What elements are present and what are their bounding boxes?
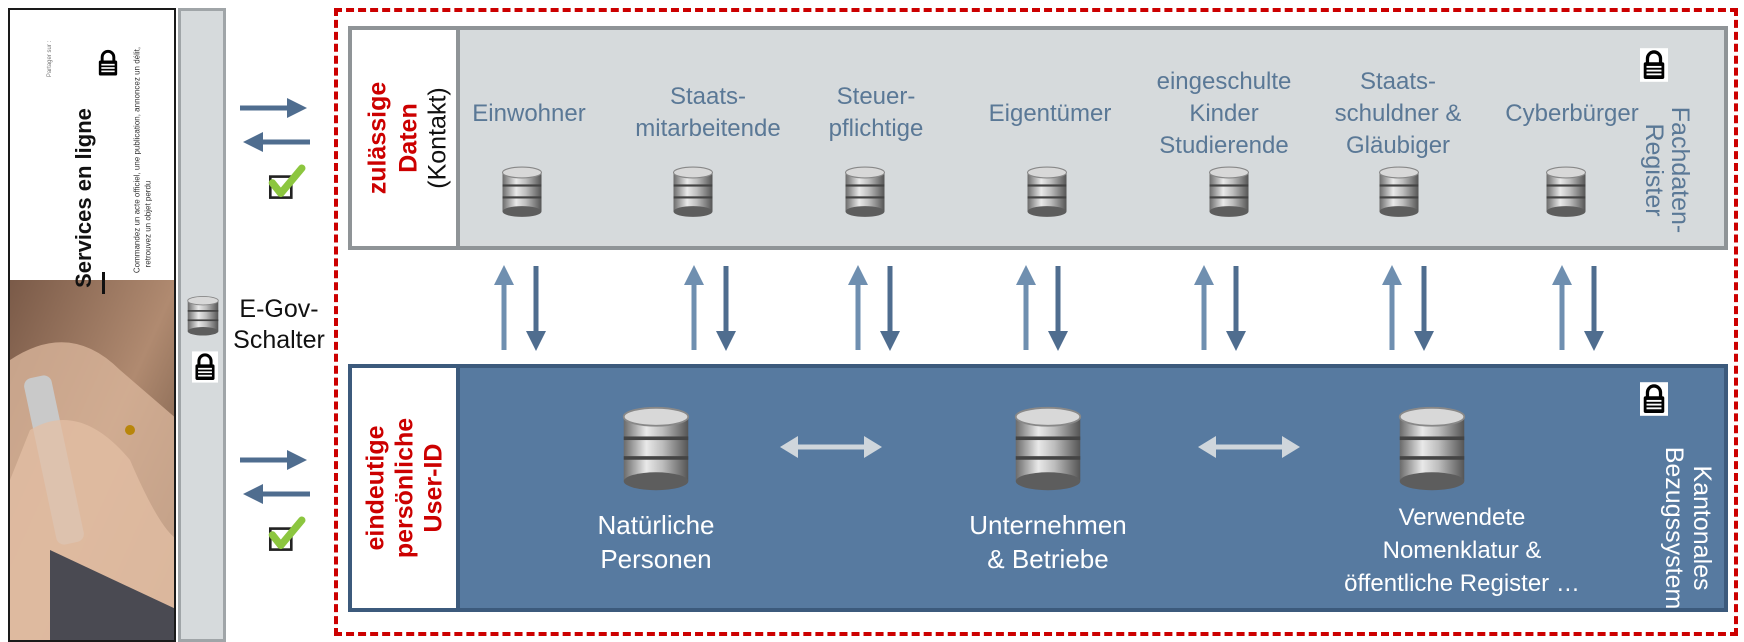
register-label-line: eingeschulte <box>1156 68 1292 95</box>
register-label-owners: Eigentümer <box>968 98 1132 130</box>
database-icon <box>501 166 543 218</box>
database-icon <box>1545 166 1587 218</box>
database-icon <box>1026 166 1068 218</box>
database-icon <box>1208 166 1250 218</box>
lock-icon <box>95 48 121 78</box>
right-label-specialist-line1: Fachdaten- <box>1666 106 1694 234</box>
checkbox-checked-icon <box>270 520 302 549</box>
register-label-line: Staats- <box>1359 68 1437 95</box>
reference-label-line: Natürliche <box>597 510 715 540</box>
double-arrow-icon <box>1198 436 1300 458</box>
secure-zone-frame <box>334 8 1738 636</box>
reference-label-line: & Betriebe <box>987 544 1109 574</box>
arrow-pair-cyber-citizens <box>1552 265 1604 351</box>
database-icon <box>1378 166 1420 218</box>
register-exchange-arrows <box>494 265 1604 351</box>
database-icon <box>844 166 886 218</box>
register-label-line: Studierende <box>1159 132 1289 159</box>
bottom-label-line2: persönliche <box>390 417 419 559</box>
database-icon <box>187 296 219 336</box>
reference-natural-persons: Natürliche Personen <box>556 508 756 576</box>
register-label-taxpayers: Steuer- pflichtige <box>806 81 946 145</box>
reference-label-line: Verwendete <box>1398 504 1526 531</box>
right-label-specialist-line2: Register <box>1640 123 1668 217</box>
bottom-side-label <box>352 368 456 608</box>
exchange-arrows-bottom <box>240 450 310 560</box>
top-side-label <box>352 30 456 246</box>
right-label-reference-line2: Bezugssystem <box>1660 446 1688 610</box>
register-label-students: eingeschulte Kinder Studierende <box>1136 66 1312 162</box>
right-label-reference-line1: Kantonales <box>1688 465 1716 591</box>
top-label-line2: Daten <box>394 103 423 173</box>
portal-description-line1: Commandez un acte officiel, une publicat… <box>132 46 142 274</box>
reference-companies: Unternehmen & Betriebe <box>948 508 1148 576</box>
top-panel-divider <box>456 30 460 246</box>
register-label-line: Steuer- <box>836 83 916 110</box>
database-icon <box>1398 406 1466 492</box>
top-label-line1: zulässige <box>363 81 392 195</box>
register-label-line: Kinder <box>1189 100 1259 127</box>
arrow-pair-students <box>1194 265 1246 351</box>
arrow-pair-debtors <box>1382 265 1434 351</box>
reference-label-line: Personen <box>600 544 712 574</box>
register-label-line: mitarbeitende <box>635 115 781 142</box>
register-label-state-employees: Staats- mitarbeitende <box>618 81 798 145</box>
bottom-panel-divider <box>456 368 460 608</box>
lock-icon <box>192 351 218 383</box>
lock-icon <box>1640 48 1668 82</box>
register-label-line: Gläubiger <box>1345 132 1451 159</box>
online-services-card[interactable]: Services en ligne Commandez un acte offi… <box>8 8 176 642</box>
portal-text-area: Services en ligne Commandez un acte offi… <box>10 10 174 320</box>
register-label-line: pflichtige <box>828 115 924 142</box>
top-label-line3: (Kontakt) <box>423 87 452 189</box>
exchange-arrows-top <box>240 98 310 208</box>
checkbox-checked-icon <box>270 168 302 197</box>
arrow-pair-state-employees <box>684 265 736 351</box>
reference-label-line: öffentliche Register … <box>1344 570 1580 597</box>
register-label-debtors-creditors: Staats- schuldner & Gläubiger <box>1318 66 1478 162</box>
register-label-line: Cyberbürger <box>1505 100 1639 127</box>
portal-title: Services en ligne <box>71 108 96 288</box>
database-icon <box>622 406 690 492</box>
lock-icon <box>1640 382 1668 416</box>
arrow-pair-owners <box>1016 265 1068 351</box>
portal-share-label: Partager sur : <box>47 40 53 78</box>
register-label-line: schuldner & <box>1334 100 1462 127</box>
bottom-label-line1: eindeutige <box>361 425 390 551</box>
register-label-line: Eigentümer <box>988 100 1112 127</box>
register-label-line: Einwohner <box>472 100 586 127</box>
title-underline <box>102 272 105 294</box>
reference-label-line: Unternehmen <box>969 510 1127 540</box>
portal-photo <box>10 280 174 640</box>
register-label-cyber-citizens: Cyberbürger <box>1490 98 1654 130</box>
register-label-residents: Einwohner <box>454 98 604 130</box>
arrow-pair-residents <box>494 265 546 351</box>
portal-description-line2: retrouvez un objet perdu <box>143 180 153 268</box>
egov-label-line2: Schalter <box>233 326 325 354</box>
reference-nomenclature: Verwendete Nomenklatur & öffentliche Reg… <box>1312 501 1612 600</box>
bottom-label-line3: User-ID <box>419 443 448 533</box>
database-icon <box>672 166 714 218</box>
double-arrow-icon <box>780 436 882 458</box>
database-icon <box>1014 406 1082 492</box>
egov-label-line1: E-Gov- <box>239 295 319 323</box>
arrow-pair-taxpayers <box>848 265 900 351</box>
register-label-line: Staats- <box>669 83 747 110</box>
reference-label-line: Nomenklatur & <box>1382 537 1542 564</box>
